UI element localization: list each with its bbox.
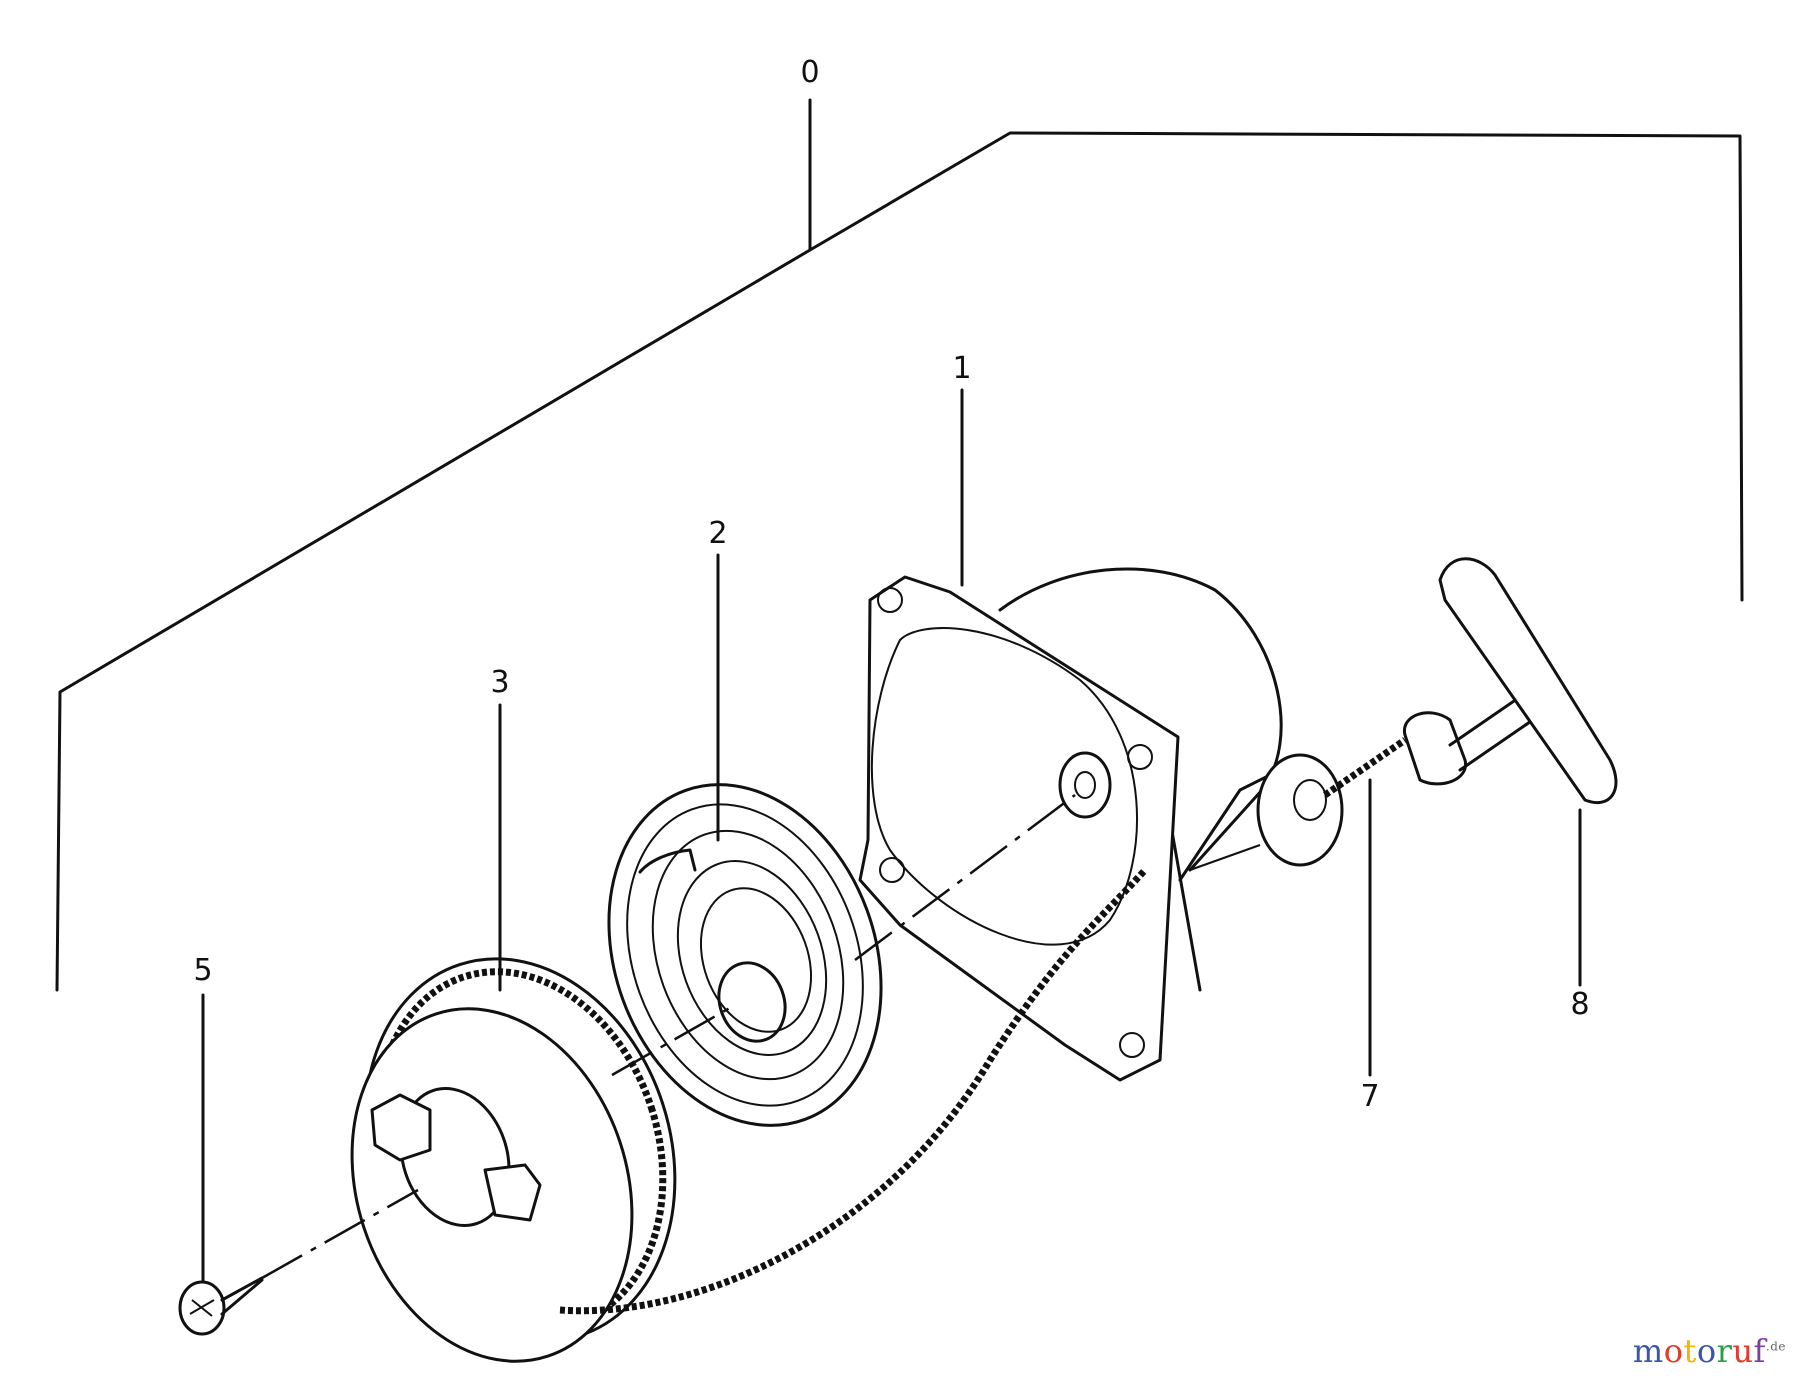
label-part-5: 5: [193, 953, 212, 988]
watermark-letter: u: [1732, 1332, 1754, 1370]
label-part-2: 2: [708, 516, 727, 551]
starter-housing: [858, 567, 1344, 1082]
label-part-8: 8: [1570, 987, 1589, 1022]
label-part-1: 1: [952, 351, 971, 386]
assembly-bracket: [55, 98, 1744, 992]
watermark-letter: r: [1716, 1332, 1733, 1370]
watermark-letter: f: [1753, 1332, 1766, 1370]
starter-rope: [559, 867, 1148, 1315]
starter-rope-handle-segment: [1323, 737, 1407, 798]
watermark-letter: o: [1696, 1332, 1717, 1370]
recoil-spring: [607, 783, 883, 1127]
watermark-letter: t: [1683, 1332, 1697, 1370]
motoruf-watermark: motoruf.de: [1633, 1332, 1786, 1370]
label-part-0: 0: [800, 55, 819, 90]
watermark-text: motoruf: [1633, 1332, 1766, 1370]
leader-lines: [201, 388, 1582, 1284]
screw: [178, 1276, 264, 1336]
label-part-7: 7: [1360, 1079, 1379, 1114]
assembly-axes: [261, 794, 1076, 1280]
label-part-3: 3: [490, 665, 509, 700]
watermark-letter: o: [1663, 1332, 1684, 1370]
watermark-letter: m: [1632, 1332, 1664, 1370]
watermark-suffix: .de: [1765, 1339, 1786, 1354]
starter-handle: [1403, 557, 1618, 805]
rope-pulley: [350, 957, 677, 1363]
